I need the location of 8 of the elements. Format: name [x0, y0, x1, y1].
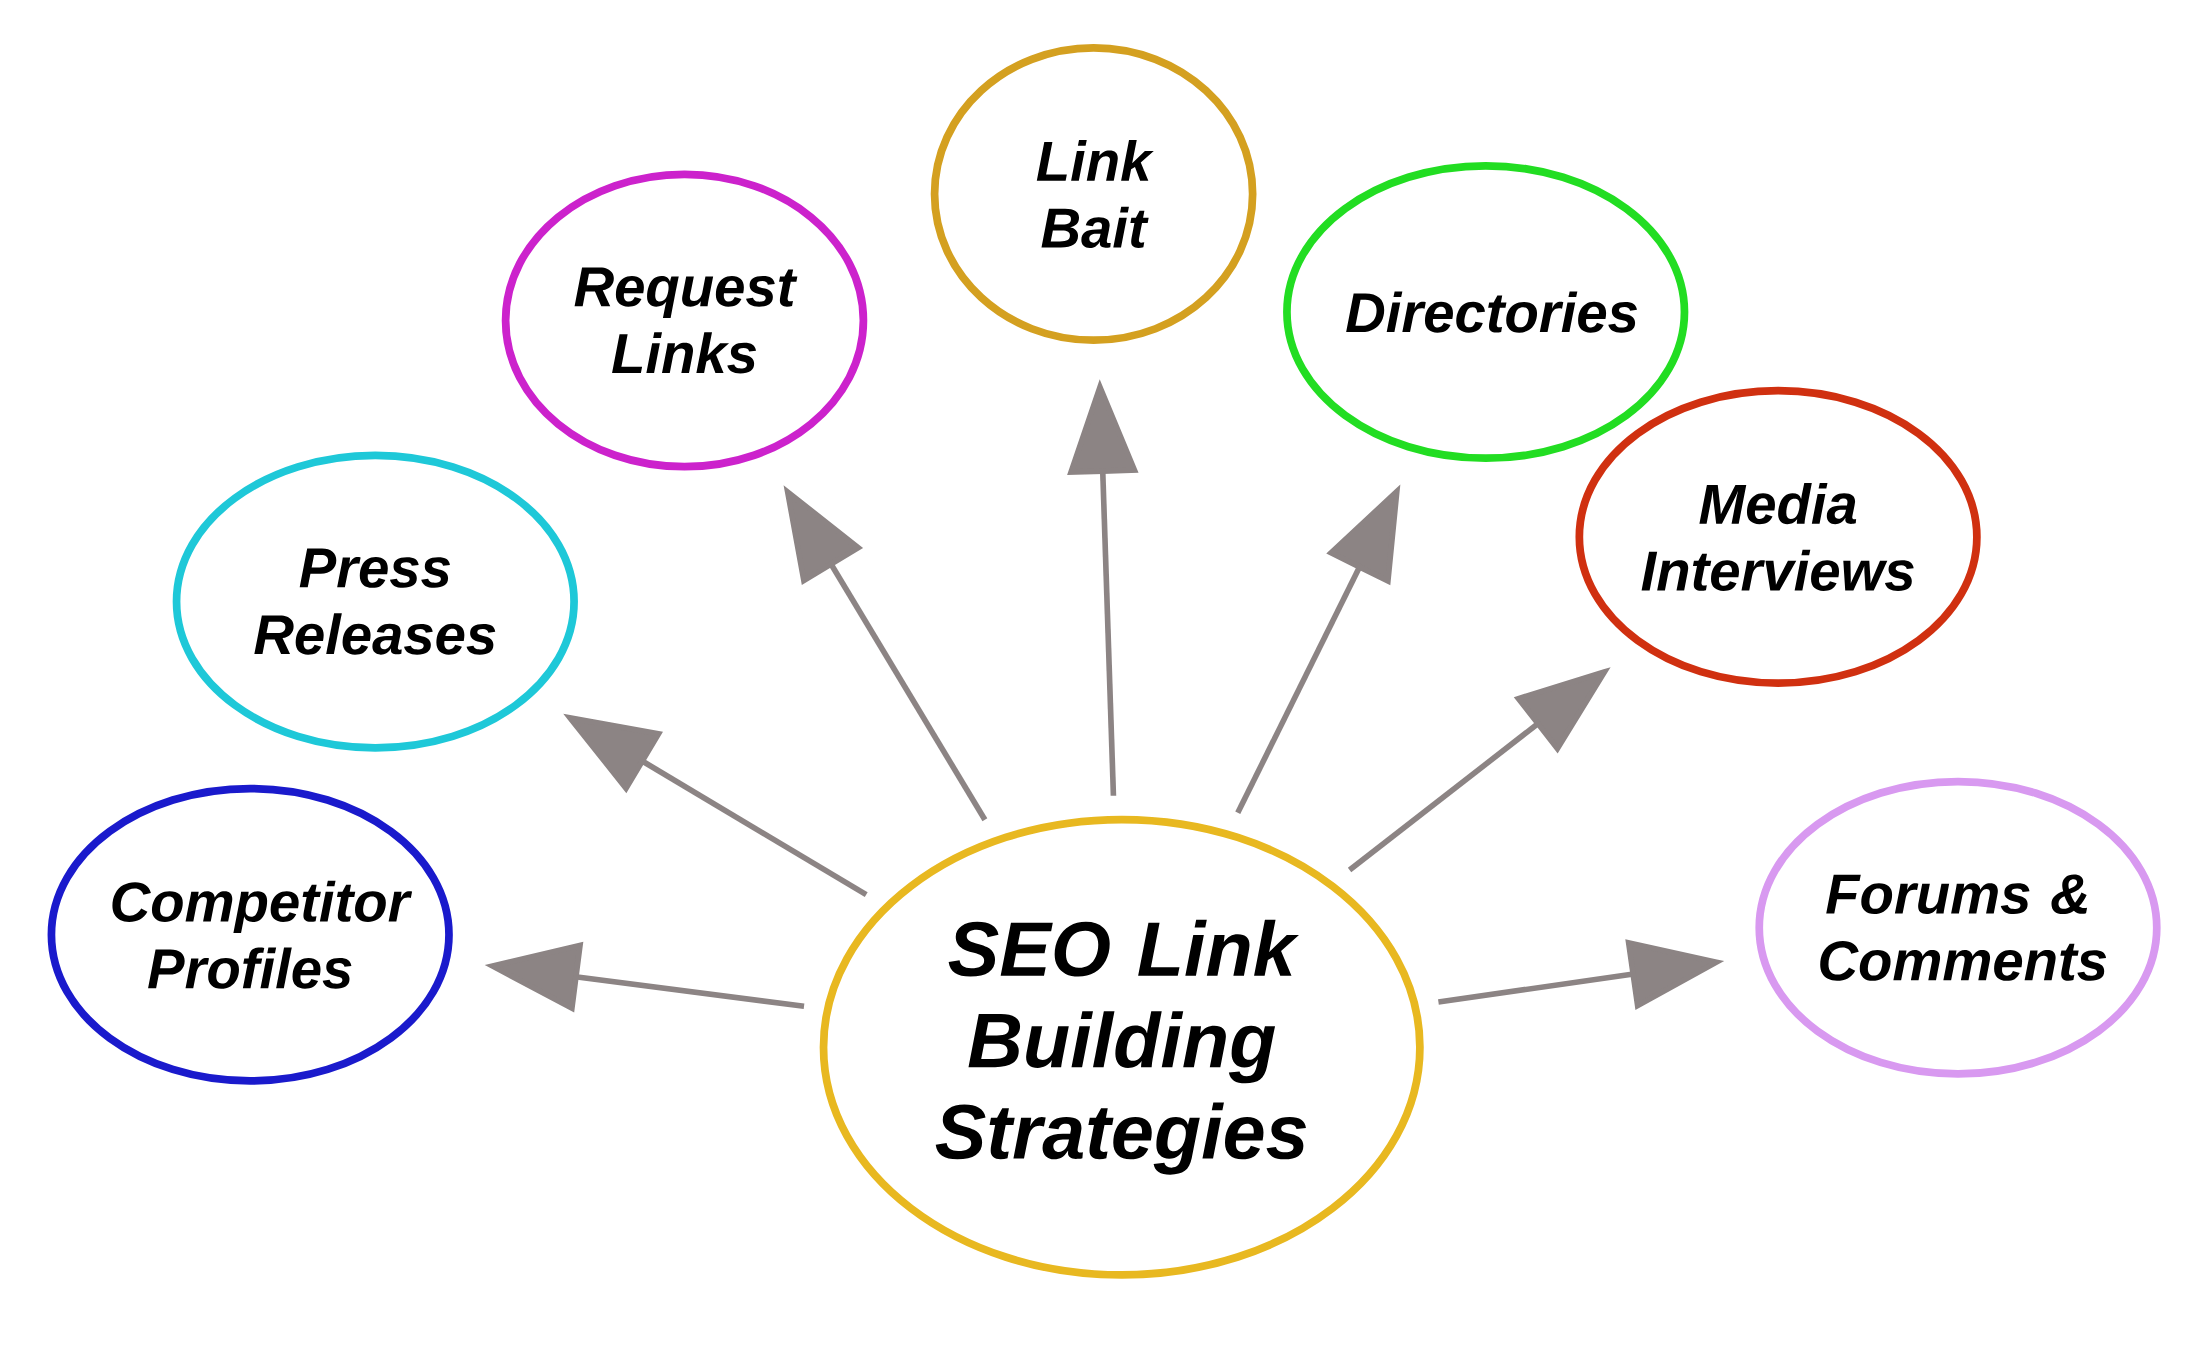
circle-node: SEO Link Building Strategies [819, 815, 1424, 1279]
circle-node: Press Releases [172, 451, 578, 752]
circle-node: Forums & Comments [1755, 777, 2161, 1078]
circle-node: Request Links [501, 170, 868, 471]
circle-node: Directories [1283, 161, 1689, 463]
circle-node: Competitor Profiles [47, 784, 453, 1085]
circle-node: Media Interviews [1575, 386, 1981, 687]
circle-node: Link Bait [930, 43, 1257, 345]
